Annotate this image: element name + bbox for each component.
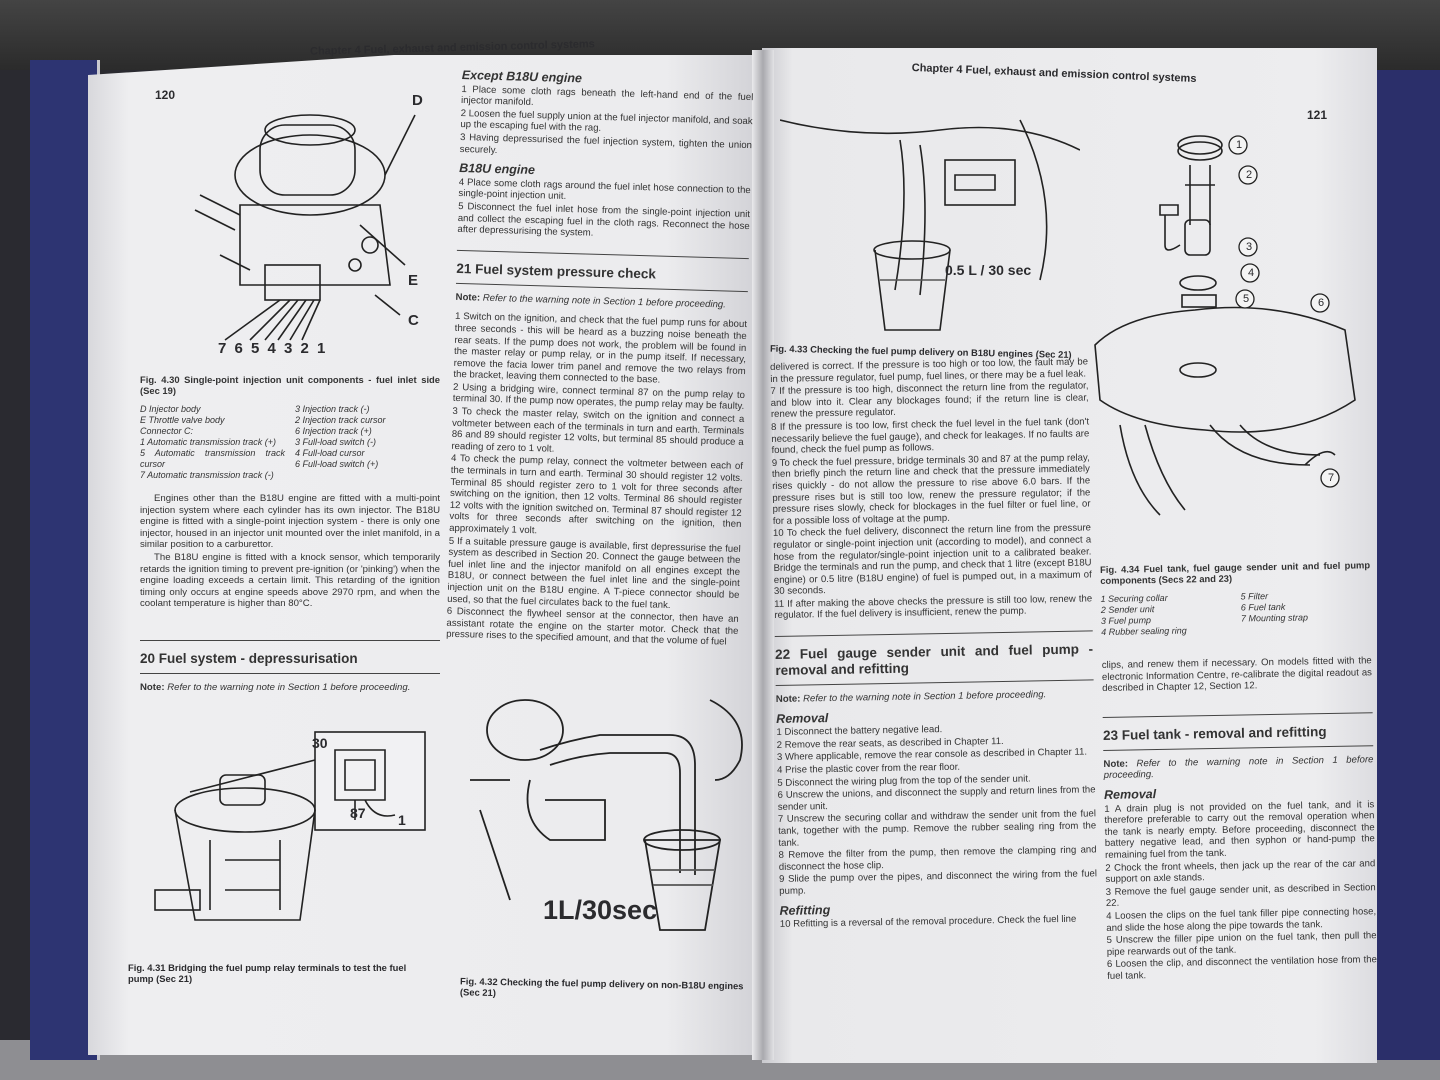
legend-item: Connector C: [140,426,194,436]
step-item: 1 A drain plug is not provided on the fu… [1104,798,1375,861]
callout-7: 7 [1327,472,1335,484]
step-item: 10 To check the fuel delivery, disconnec… [772,522,1092,598]
legend-item: E Throttle valve body [140,415,225,425]
step-item: 7 If the pressure is too high, disconnec… [770,380,1089,421]
terminal-label-1: 1 [398,812,406,828]
step-item: 5 Unscrew the filler pipe union on the f… [1106,930,1377,958]
legend-item: 3 Full-load switch (-) [295,437,377,447]
note-text: Refer to the warning note in Section 1 b… [802,689,1047,705]
note-text: Refer to the warning note in Section 1 b… [482,292,727,311]
page-number-right: 121 [1307,108,1328,122]
intro-paragraph: The B18U engine is fitted with a knock s… [140,551,440,610]
fig-4-32-flow-label: 1L/30sec [543,895,658,925]
note-text: Refer to the warning note in Section 1 b… [167,681,411,693]
note-label: Note: [1103,758,1129,770]
step-item: 1 Switch on the ignition, and check that… [453,311,748,386]
fig-label-c: C [408,312,419,329]
terminal-label-87: 87 [350,805,366,821]
legend-item: 7 Mounting strap [1240,612,1309,624]
fig-4-33-flow-label: 0.5 L / 30 sec [945,262,1032,278]
step-item: 5 Disconnect the fuel inlet hose from th… [457,200,751,239]
note-label: Note: [140,681,165,693]
step-item: 5 If a suitable pressure gauge is availa… [447,535,741,611]
step-item: 3 Remove the fuel gauge sender unit, as … [1105,881,1376,910]
legend-item: 5 Automatic transmission track cursor [140,448,285,469]
legend-item: 3 Injection track (-) [295,404,370,414]
fig-label-e: E [408,272,419,289]
callout-6: 6 [1317,297,1325,309]
fig-4-32-beaker-illustration [470,699,743,931]
step-item: 2 Chock the front wheels, then jack up t… [1105,857,1376,886]
section-20-note: Note: Refer to the warning note in Secti… [140,682,440,694]
legend-item: 4 Full-load cursor [295,448,365,458]
page-number-left: 120 [155,88,176,102]
fig-4-34-caption: Fig. 4.34 Fuel tank, fuel gauge sender u… [1100,559,1371,586]
step-item: 6 Disconnect the flywheel sensor at the … [446,605,739,648]
fig-4-31-caption: Fig. 4.31 Bridging the fuel pump relay t… [128,962,407,984]
section-23-heading: 23 Fuel tank - removal and refitting [1102,712,1374,751]
legend-item: 6 Injection track (+) [295,426,372,436]
fig-4-30-caption: Fig. 4.30 Single-point injection unit co… [140,374,440,396]
legend-item: 1 Automatic transmission track (+) [140,437,276,447]
step-item: 4 Loosen the clips on the fuel tank fill… [1106,906,1377,934]
book-gutter [752,50,774,1060]
legend-item: 6 Full-load switch (+) [295,459,379,469]
legend-item: D Injector body [140,404,201,414]
step-item: 8 If the pressure is too low, first chec… [771,416,1090,457]
fig-4-31-fuel-pump-relay-illustration [154,731,426,921]
fig-4-30-injection-unit-illustration [194,114,416,341]
callout-3: 3 [1245,241,1253,253]
legend-item: 7 Automatic transmission track (-) [140,470,274,480]
fig-label-connector-pins: 7 6 5 4 3 2 1 [218,340,328,357]
callout-4: 4 [1247,267,1255,279]
intro-paragraph: Engines other than the B18U engine are f… [140,493,440,551]
legend-item: 4 Rubber sealing ring [1101,625,1187,637]
section-22-heading: 22 Fuel gauge sender unit and fuel pump … [774,630,1094,687]
step-item: 9 Slide the pump over the pipes, and dis… [778,868,1098,897]
step-item: 3 To check the master relay, switch on t… [451,405,745,455]
step-item: 7 Unscrew the securing collar and withdr… [777,808,1097,849]
right-page [762,48,1377,1063]
note-text: Refer to the warning note in Section 1 b… [1103,754,1374,782]
callout-1: 1 [1235,139,1243,151]
book-cover-right [1370,70,1440,1060]
fig-label-d: D [412,92,423,109]
callout-5: 5 [1242,293,1250,305]
fig-4-33-beaker-illustration [780,119,1080,331]
step-item: 11 If after making the above checks the … [774,593,1093,622]
section-21-heading: 21 Fuel system pressure check [455,249,749,292]
step-item: 9 To check the fuel pressure, bridge ter… [771,452,1091,527]
note-label: Note: [455,291,481,304]
fig-4-34-fuel-tank-illustration [1094,135,1356,516]
step-item: 4 To check the pump relay, connect the v… [448,453,744,537]
note-label: Note: [775,693,801,706]
terminal-label-30: 30 [312,735,328,751]
step-item: 6 Loosen the clip, and disconnect the ve… [1106,954,1378,982]
section-20-heading: 20 Fuel system - depressurisation [140,639,440,674]
callout-2: 2 [1245,169,1253,181]
legend-item: 2 Injection track cursor [295,415,386,425]
left-page [88,55,768,1055]
continuation-paragraph: clips, and renew them if necessary. On m… [1101,655,1373,695]
